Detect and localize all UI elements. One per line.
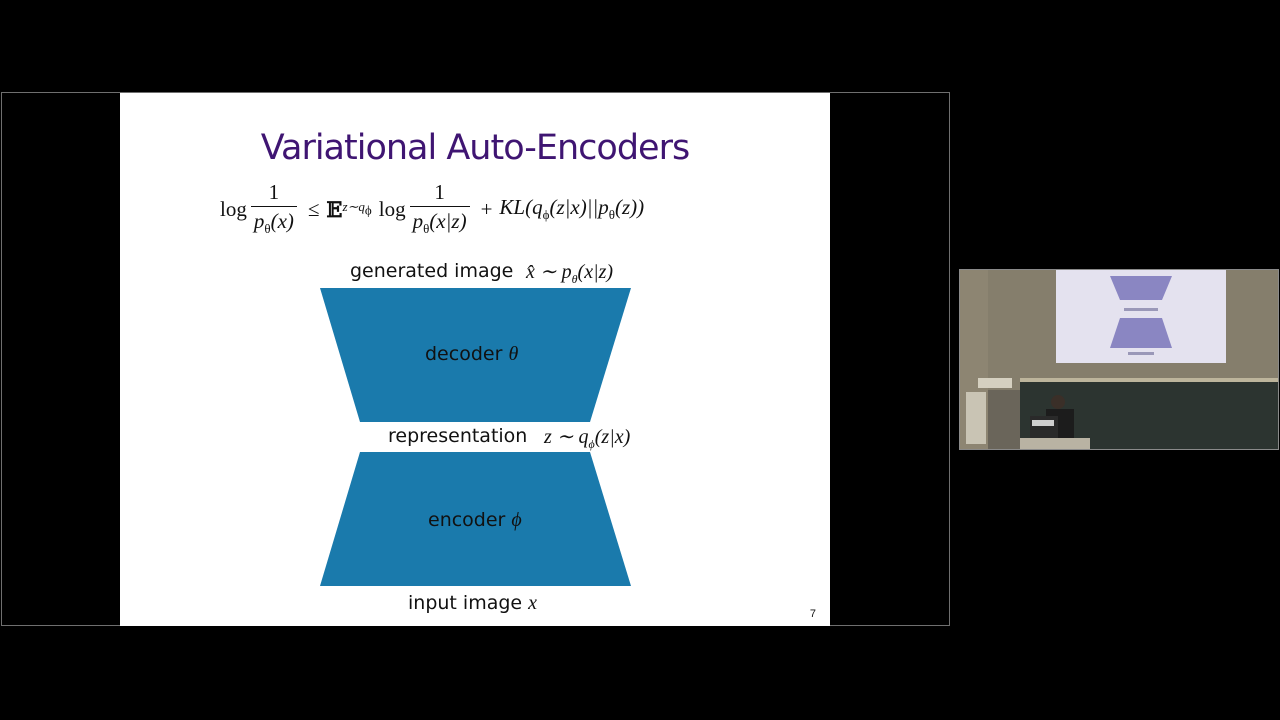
slide: Variational Auto-Encoders log 1 pθ(x) ≤ … xyxy=(120,93,830,626)
formula-expectation-sub: z∼qϕ xyxy=(342,199,372,218)
formula-frac-1: 1 pθ(x) xyxy=(250,180,297,237)
formula-log-2: log xyxy=(378,196,406,221)
formula-frac-2: 1 pθ(x|z) xyxy=(409,180,470,237)
generated-image-label: generated image xyxy=(350,260,514,282)
representation-label: representation xyxy=(388,425,528,447)
formula-plus: + xyxy=(480,196,493,221)
slide-title: Variational Auto-Encoders xyxy=(260,128,690,168)
formula-kl: KL(qϕ(z|x)||pθ(z)) xyxy=(499,194,645,223)
encoder-block xyxy=(320,452,631,586)
generated-image-math: x̂ ∼ pθ(x|z) xyxy=(526,261,614,286)
formula-log-1: log xyxy=(220,196,247,221)
formula-leq: ≤ xyxy=(307,196,320,221)
camera-scene xyxy=(960,270,1278,449)
formula-frac-1-num: 1 xyxy=(268,180,280,205)
formula-frac-2-den: pθ(x|z) xyxy=(409,206,470,237)
formula-frac-1-den: pθ(x) xyxy=(250,206,297,237)
formula-frac-2-num: 1 xyxy=(434,180,445,205)
formula-expectation: 𝔼 xyxy=(326,196,343,222)
input-image-label: input image x xyxy=(408,592,538,614)
lecturer-camera-view xyxy=(959,269,1279,450)
encoder-label: encoder ϕ xyxy=(428,509,522,531)
decoder-label: decoder θ xyxy=(425,343,519,365)
representation-math: z ∼ qϕ(z|x) xyxy=(544,426,631,451)
slide-page-number: 7 xyxy=(809,608,816,620)
decoder-block xyxy=(320,288,631,422)
